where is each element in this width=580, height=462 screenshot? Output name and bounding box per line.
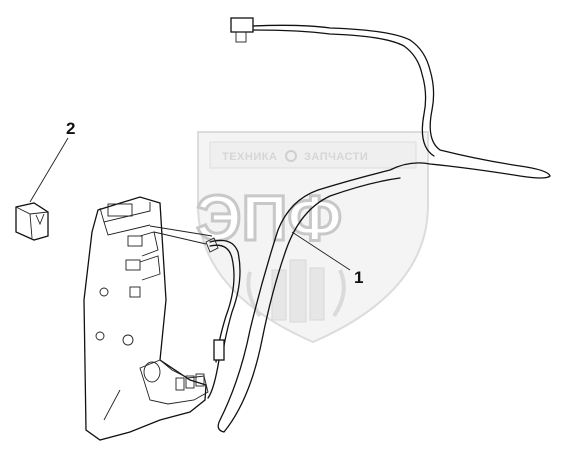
watermark-text-right: ЗАПЧАСТИ: [304, 151, 368, 163]
harness-connector-top: [230, 17, 254, 33]
wire-harness: [149, 17, 551, 433]
watermark-shield: [197, 131, 429, 344]
watermark-buildings: [246, 259, 346, 323]
switch-block: [83, 196, 209, 441]
callout-1-label: 1: [354, 268, 363, 287]
watermark-text-left: ТЕХНИКА: [222, 151, 277, 163]
watermark-logo: ЭПФ: [196, 182, 342, 254]
gear-icon: [285, 150, 297, 162]
callout-2-label: 2: [66, 119, 75, 138]
watermark: ТЕХНИКА ЗАПЧАСТИ ЭПФ: [195, 131, 429, 344]
callout-1: 1: [291, 231, 363, 287]
fuse: [15, 202, 49, 241]
callout-2: 2: [29, 119, 75, 203]
